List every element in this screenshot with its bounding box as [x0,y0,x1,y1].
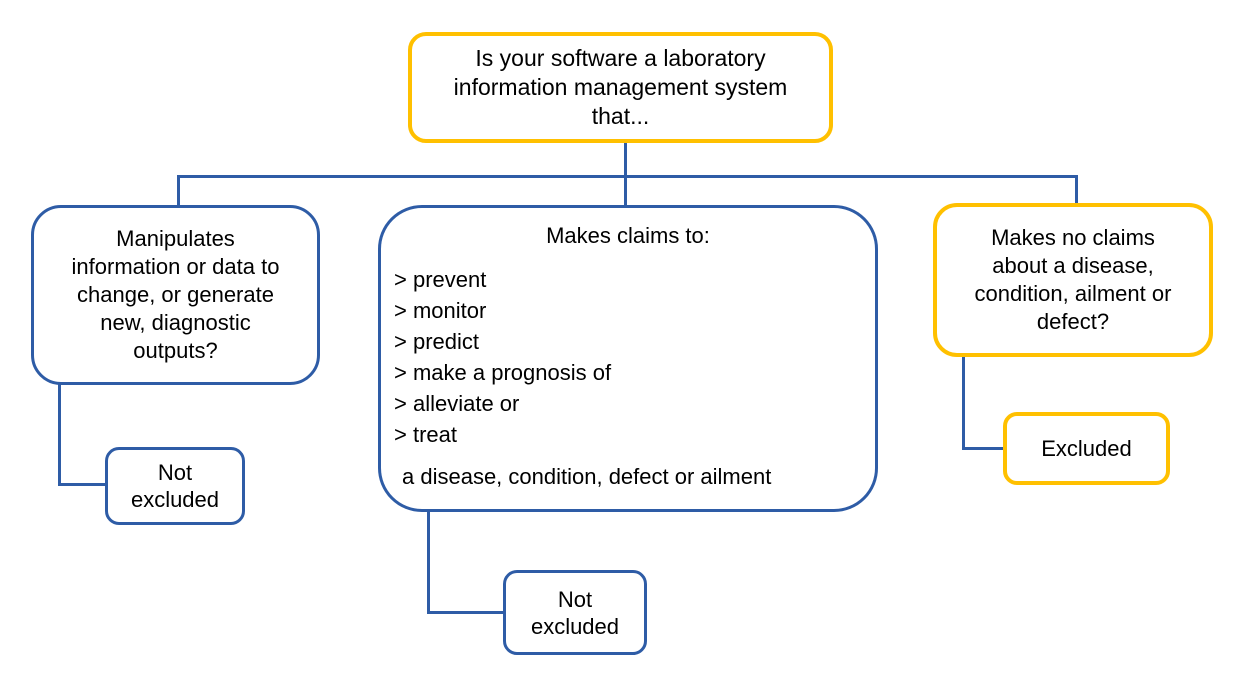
node-manipulates-question: Manipulates information or data to chang… [31,205,320,385]
node-outcome-excluded: Excluded [1003,412,1170,485]
connector-middle-outcome-vertical [427,511,430,614]
claims-list-item: > prevent [394,267,487,292]
connector-middle-outcome-horizontal [427,611,503,614]
claims-list-item: > treat [394,422,457,447]
outcome-left-text: Not excluded [130,460,220,512]
claims-list-item: > alleviate or [394,391,520,416]
node-root-question: Is your software a laboratory informatio… [408,32,833,143]
connector-left-outcome-vertical [58,384,61,486]
node-outcome-not-excluded-middle: Not excluded [503,570,647,655]
connector-right-outcome-horizontal [962,447,1003,450]
node-no-claims-question: Makes no claims about a disease, conditi… [933,203,1213,357]
outcome-right-text: Excluded [1041,436,1132,461]
node-claims-question: Makes claims to: > prevent > monitor > p… [378,205,878,512]
claims-list: > prevent > monitor > predict > make a p… [381,264,875,450]
no-claims-question-text: Makes no claims about a disease, conditi… [974,225,1172,334]
outcome-middle-text: Not excluded [530,586,620,639]
connector-left-outcome-horizontal [58,483,105,486]
connector-drop-middle [624,175,627,206]
claims-list-item: > predict [394,329,479,354]
claims-list-item: > monitor [394,298,487,323]
manipulates-question-text: Manipulates information or data to chang… [71,226,280,363]
connector-main-horizontal [177,175,1078,178]
claims-footer-text: a disease, condition, defect or ailment [402,464,772,489]
node-outcome-not-excluded-left: Not excluded [105,447,245,525]
connector-right-outcome-vertical [962,356,965,450]
claims-list-item: > make a prognosis of [394,360,612,385]
connector-drop-left [177,175,180,206]
claims-header-text: Makes claims to: [546,223,710,248]
connector-drop-right [1075,175,1078,204]
connector-root-stem [624,143,627,176]
root-question-text: Is your software a laboratory informatio… [453,45,788,129]
